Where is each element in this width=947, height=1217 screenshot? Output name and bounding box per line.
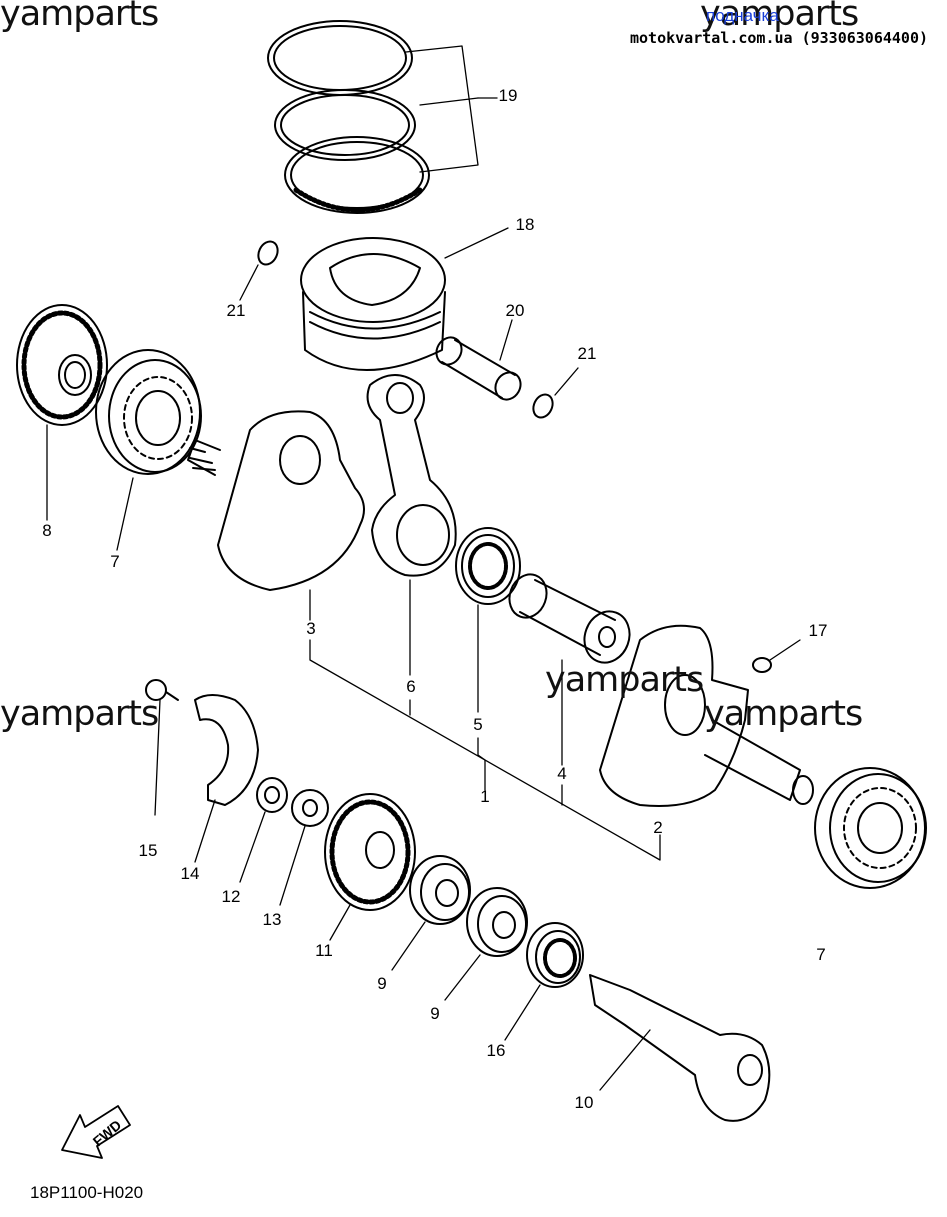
balancer-needle-bearing (526, 922, 584, 988)
callout-7: 7 (816, 945, 826, 964)
piston-pin-clip-left (257, 240, 279, 266)
diagram-code: 18P1100-H020 (30, 1183, 144, 1202)
callout-18: 18 (515, 215, 535, 234)
crank-left (187, 410, 365, 591)
small-bearing-1 (409, 855, 471, 925)
lock-washer (291, 789, 329, 827)
crank-pin (508, 573, 631, 664)
callout-20: 20 (505, 301, 525, 320)
callout-17: 17 (808, 621, 828, 640)
callout-19: 19 (498, 86, 518, 105)
callout-12: 12 (221, 887, 241, 906)
leader-lines (46, 45, 801, 1091)
callout-1: 1 (480, 787, 490, 806)
site-link[interactable]: подначка (706, 6, 779, 25)
small-bearing-2 (466, 887, 528, 957)
callout-9: 9 (430, 1004, 440, 1023)
callout-7: 7 (110, 552, 120, 571)
callout-11: 11 (315, 941, 333, 960)
callout-21: 21 (577, 344, 597, 363)
site-info: motokvartal.com.ua (933063064400) (630, 29, 929, 47)
callout-6: 6 (406, 677, 416, 696)
callout-3: 3 (306, 619, 316, 638)
piston-pin-clip-right (532, 393, 554, 419)
balancer-weight (194, 694, 259, 806)
callout-10: 10 (574, 1093, 594, 1112)
fwd-arrow-icon (61, 1105, 131, 1159)
callout-9: 9 (377, 974, 387, 993)
big-end-needle-bearing (455, 527, 521, 605)
callout-5: 5 (473, 715, 483, 734)
nut (256, 777, 288, 813)
callout-13: 13 (262, 910, 282, 929)
connecting-rod (366, 374, 457, 577)
balancer-shaft (589, 974, 771, 1122)
woodruff-key (752, 657, 772, 673)
piston-pin (435, 336, 522, 401)
callout-16: 16 (486, 1041, 506, 1060)
callout-8: 8 (42, 521, 52, 540)
watermark-center: yamparts (545, 660, 704, 700)
callout-15: 15 (138, 841, 158, 860)
balancer-drive-gear (324, 793, 416, 911)
callout-4: 4 (557, 764, 567, 783)
callout-21: 21 (226, 301, 246, 320)
watermark-top-left: yamparts (0, 0, 159, 34)
callout-2: 2 (653, 818, 663, 837)
primary-drive-gear (16, 304, 108, 426)
watermark-right: yamparts (704, 694, 863, 734)
crank-right (599, 624, 814, 807)
watermark-top-right: yamparts (700, 0, 859, 34)
piston-rings (267, 20, 430, 214)
crank-bearing-right (814, 767, 927, 889)
balancer-bolt (145, 679, 179, 701)
watermark-left: yamparts (0, 694, 159, 734)
piston (300, 237, 446, 371)
crank-bearing-left (95, 349, 202, 475)
callout-14: 14 (180, 864, 200, 883)
